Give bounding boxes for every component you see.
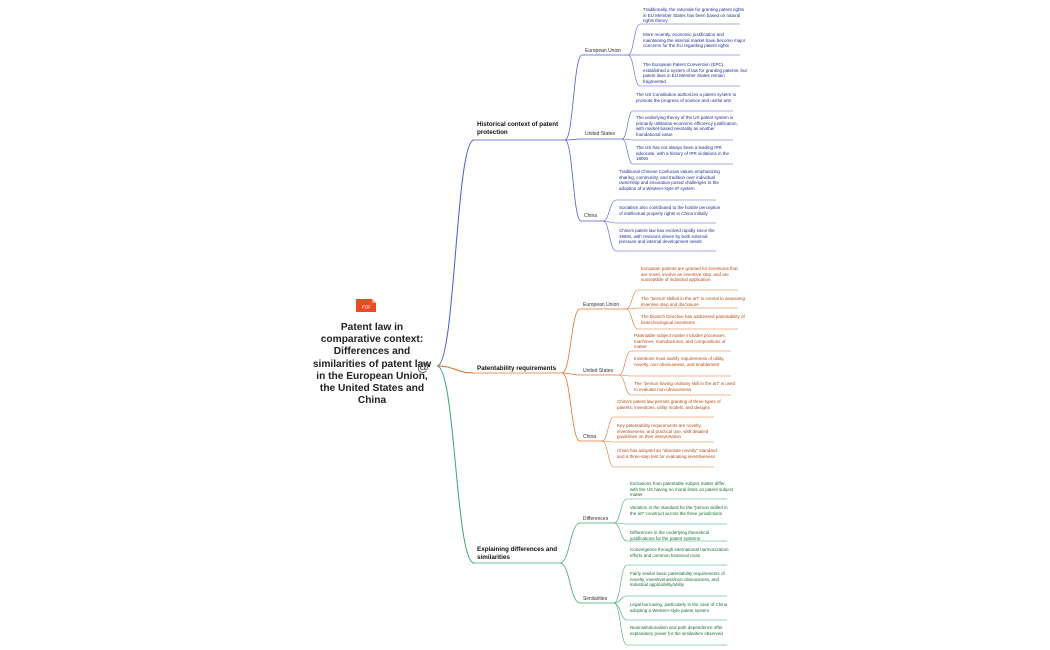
connector-line [601, 440, 615, 468]
connector-line [613, 522, 628, 542]
sub-eu-patentability[interactable]: European Union [583, 302, 620, 308]
root-topic[interactable]: Patent law in comparative context: Diffe… [312, 322, 432, 407]
leaf-b2-us-3[interactable]: The "person having ordinary skill in the… [634, 381, 735, 392]
leaf-b3-diff-1[interactable]: Exclusions from patentable subject matte… [630, 481, 734, 498]
connector-line [564, 139, 582, 222]
sub-similarities[interactable]: Similarities [583, 596, 608, 602]
connector-line [436, 365, 475, 564]
attachment-icon[interactable]: @ [417, 360, 430, 374]
connector-line [561, 372, 581, 376]
leaf-b2-eu-2[interactable]: The "person skilled in the art" is centr… [641, 296, 745, 307]
sub-us-patentability[interactable]: United States [583, 368, 614, 374]
leaf-b2-eu-3[interactable]: The Biotech Directive has addressed pate… [641, 314, 745, 325]
connector-line [601, 416, 615, 442]
connector-line [613, 602, 628, 646]
branch-historical-context[interactable]: Historical context of patent protection [477, 121, 559, 136]
leaf-b2-eu-1[interactable]: European patents are granted for inventi… [641, 266, 738, 283]
connector-line [627, 23, 641, 56]
leaf-b1-cn-3[interactable]: China's patent law has evolved rapidly s… [619, 228, 715, 245]
sub-china-patentability[interactable]: China [583, 434, 597, 440]
leaf-b2-cn-3[interactable]: China has adopted an "absolute novelty" … [617, 448, 717, 459]
pdf-file-icon[interactable]: PDF [354, 298, 378, 313]
connector-line [564, 54, 583, 141]
connector-line [613, 498, 628, 524]
branch-differences-similarities[interactable]: Explaining differences and similarities [477, 546, 558, 561]
connector-line [613, 564, 628, 604]
connector-line [613, 522, 628, 525]
leaf-b1-eu-2[interactable]: More recently, economic justification an… [643, 32, 746, 49]
connector-line [601, 440, 615, 443]
connector-line [602, 220, 617, 224]
branch-patentability[interactable]: Patentability requirements [477, 365, 557, 372]
sub-us-historical[interactable]: United States [585, 131, 616, 137]
connector-line [436, 139, 475, 367]
connector-line [621, 138, 634, 141]
leaf-b2-us-1[interactable]: Patentable subject matter includes proce… [634, 333, 726, 350]
leaf-b3-diff-2[interactable]: Variation in the standard for the "perso… [630, 505, 728, 516]
sub-differences[interactable]: Differences [583, 516, 609, 522]
connector-line [564, 138, 583, 141]
sub-eu-historical[interactable]: European Union [585, 48, 622, 54]
connector-line [625, 307, 639, 310]
leaf-b3-sim-2[interactable]: Fairly similar basic patentability requi… [630, 571, 725, 588]
connector-line [625, 308, 639, 330]
sub-china-historical[interactable]: China [584, 213, 598, 219]
leaf-b3-sim-4[interactable]: Neoinstitutionalism and path dependence … [630, 625, 723, 636]
leaf-b1-us-2[interactable]: The underlying theory of the US patent s… [636, 115, 738, 137]
connector-line [621, 110, 634, 140]
connector-line [436, 365, 475, 374]
leaf-b1-cn-1[interactable]: Traditional Chinese Confucian values emp… [619, 169, 720, 191]
leaf-b2-cn-1[interactable]: China's patent law permits granting of t… [617, 399, 721, 410]
leaf-b3-sim-3[interactable]: Legal borrowing, particularly in the cas… [630, 602, 728, 613]
leaf-b2-us-2[interactable]: Inventions must satisfy requirements of … [634, 356, 725, 367]
connector-line [561, 372, 581, 442]
leaf-b2-cn-2[interactable]: Key patentability requirements are novel… [617, 423, 709, 440]
connector-line [618, 374, 632, 396]
leaf-b1-eu-1[interactable]: Traditionally, the rationale for grantin… [643, 7, 745, 24]
connector-line [613, 602, 628, 621]
connector-line [602, 199, 617, 222]
connector-line [618, 374, 632, 377]
connector-line [559, 562, 581, 604]
pdf-badge: PDF [362, 305, 371, 310]
connector-line [602, 220, 617, 252]
leaf-b1-us-3[interactable]: The US has not always been a leading IPR… [636, 145, 730, 162]
connector-line [627, 54, 641, 87]
connector-line [618, 350, 632, 376]
connector-line [559, 522, 581, 564]
leaf-b3-sim-1[interactable]: Convergence through international harmon… [630, 547, 729, 558]
leaf-b1-eu-3[interactable]: The European Patent Convention (EPC) est… [643, 62, 747, 84]
connector-line [613, 595, 628, 604]
leaf-b1-cn-2[interactable]: Socialism also contributed to the hostil… [619, 205, 721, 216]
connector-line [561, 308, 581, 374]
connector-line [625, 289, 639, 310]
leaf-b3-diff-3[interactable]: Differences in the underlying theoretica… [630, 530, 709, 541]
leaf-b1-us-1[interactable]: The US Constitution authorizes a patent … [636, 92, 737, 103]
connector-line [621, 138, 634, 165]
